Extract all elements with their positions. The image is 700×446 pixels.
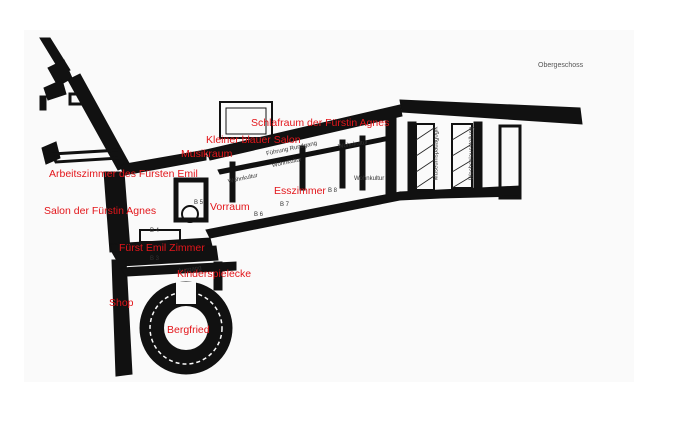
plan-text-wohnkultur: Wohnkultur: [354, 176, 385, 182]
floor-label: Obergeschoss: [538, 62, 584, 69]
room-label-schlafraum: Schlafraum der Fürstin Agnes: [251, 117, 390, 129]
room-label-esszimmer: Esszimmer: [274, 185, 326, 197]
room-label-bergfried: Bergfried: [167, 324, 210, 336]
room-label-kinderspielecke: Kinderspielecke: [177, 268, 252, 280]
plan-text-b5: B 5: [194, 200, 204, 206]
museum-hatching: [415, 127, 473, 189]
plan-text-museum: Wechselausstellung: [469, 126, 476, 181]
room-label-fuerst-emil-zimmer: Fürst Emil Zimmer: [119, 242, 205, 254]
room-label-shop: Shop: [109, 297, 134, 309]
room-label-musikraum: Musikraum: [181, 148, 233, 160]
plan-text-b7: B 7: [280, 202, 290, 208]
room-label-kleiner-salon: Kleiner blauer Salon: [206, 134, 301, 146]
plan-text-b3: B 3: [150, 256, 160, 262]
plan-walls: [39, 37, 583, 377]
plan-text-b8: B 8: [328, 188, 338, 194]
plan-text-b4: B 4: [150, 228, 160, 234]
room-label-salon-agnes: Salon der Fürstin Agnes: [44, 205, 157, 217]
room-label-arbeitszimmer: Arbeitszimmer des Fürsten Emil: [49, 168, 198, 180]
room-label-vorraum: Vorraum: [210, 201, 250, 213]
plan-text-museum: Museumspädagogik: [433, 126, 440, 181]
plan-text-b6: B 6: [254, 212, 264, 218]
